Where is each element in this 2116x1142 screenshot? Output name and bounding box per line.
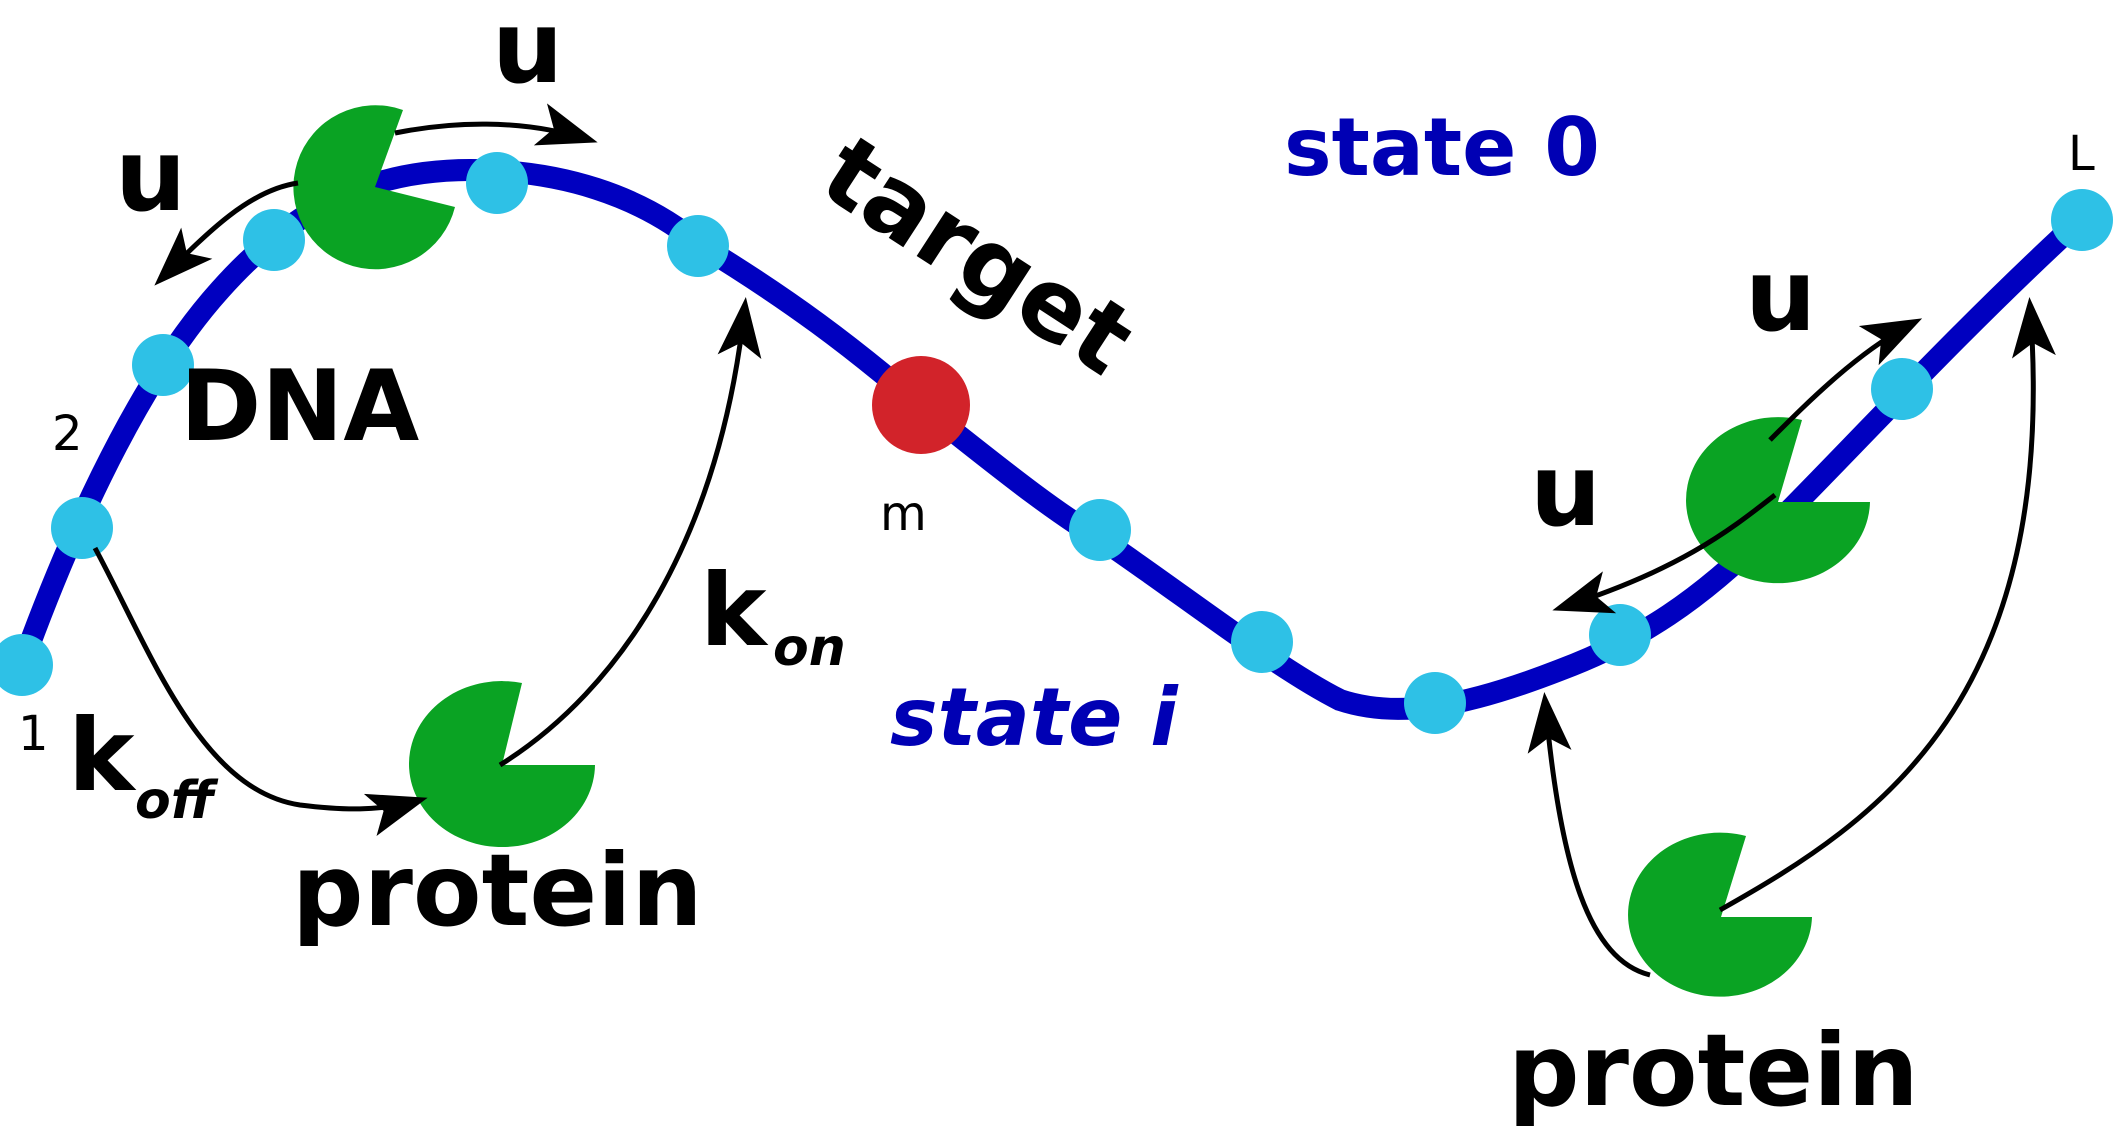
k-off-subscript: off [135, 771, 219, 831]
site-7 [1069, 499, 1131, 561]
slide-arrow-right-down [1552, 493, 1777, 614]
u-label-left: u [115, 117, 186, 234]
site-11 [1871, 358, 1933, 420]
u-label-right-mid: u [1530, 432, 1601, 549]
target-site [872, 356, 970, 454]
k-off-label: k [68, 697, 137, 814]
k-on-subscript: on [773, 618, 846, 678]
k-off-arrow [92, 546, 428, 837]
site-5 [466, 152, 528, 214]
site-10 [1589, 604, 1651, 666]
protein-bound-top-icon [293, 105, 455, 270]
site-L-label: L [2068, 126, 2095, 182]
site-2-label: 2 [52, 406, 83, 462]
site-m-label: m [880, 486, 927, 542]
site-1-label: 1 [18, 706, 49, 762]
state-0-label: state 0 [1284, 101, 1600, 194]
site-9 [1404, 672, 1466, 734]
protein-free-right-icon [1628, 832, 1812, 997]
slide-arrow-top-right [394, 103, 598, 146]
dna-label: DNA [180, 350, 419, 464]
k-on-arrow-right-small [1527, 692, 1651, 978]
k-on-arrow-right-big [1718, 297, 2056, 913]
site-3 [132, 334, 194, 396]
site-1 [0, 634, 53, 696]
slide-arrow-right-up [1768, 318, 1923, 442]
slide-arrow-top-left [154, 180, 299, 286]
k-on-arrow-left [498, 297, 762, 768]
site-6 [667, 215, 729, 277]
u-label-top: u [492, 0, 563, 106]
protein-right-label: protein [1508, 1012, 1919, 1129]
site-2 [51, 497, 113, 559]
binding-sites [0, 152, 2113, 734]
k-on-label: k [700, 552, 769, 669]
site-8 [1231, 611, 1293, 673]
u-label-right-top: u [1745, 237, 1816, 354]
state-i-label: state i [890, 671, 1179, 764]
protein-bound-right-icon [1686, 417, 1870, 584]
protein-left-label: protein [292, 832, 703, 949]
site-4 [243, 209, 305, 271]
site-L [2051, 189, 2113, 251]
